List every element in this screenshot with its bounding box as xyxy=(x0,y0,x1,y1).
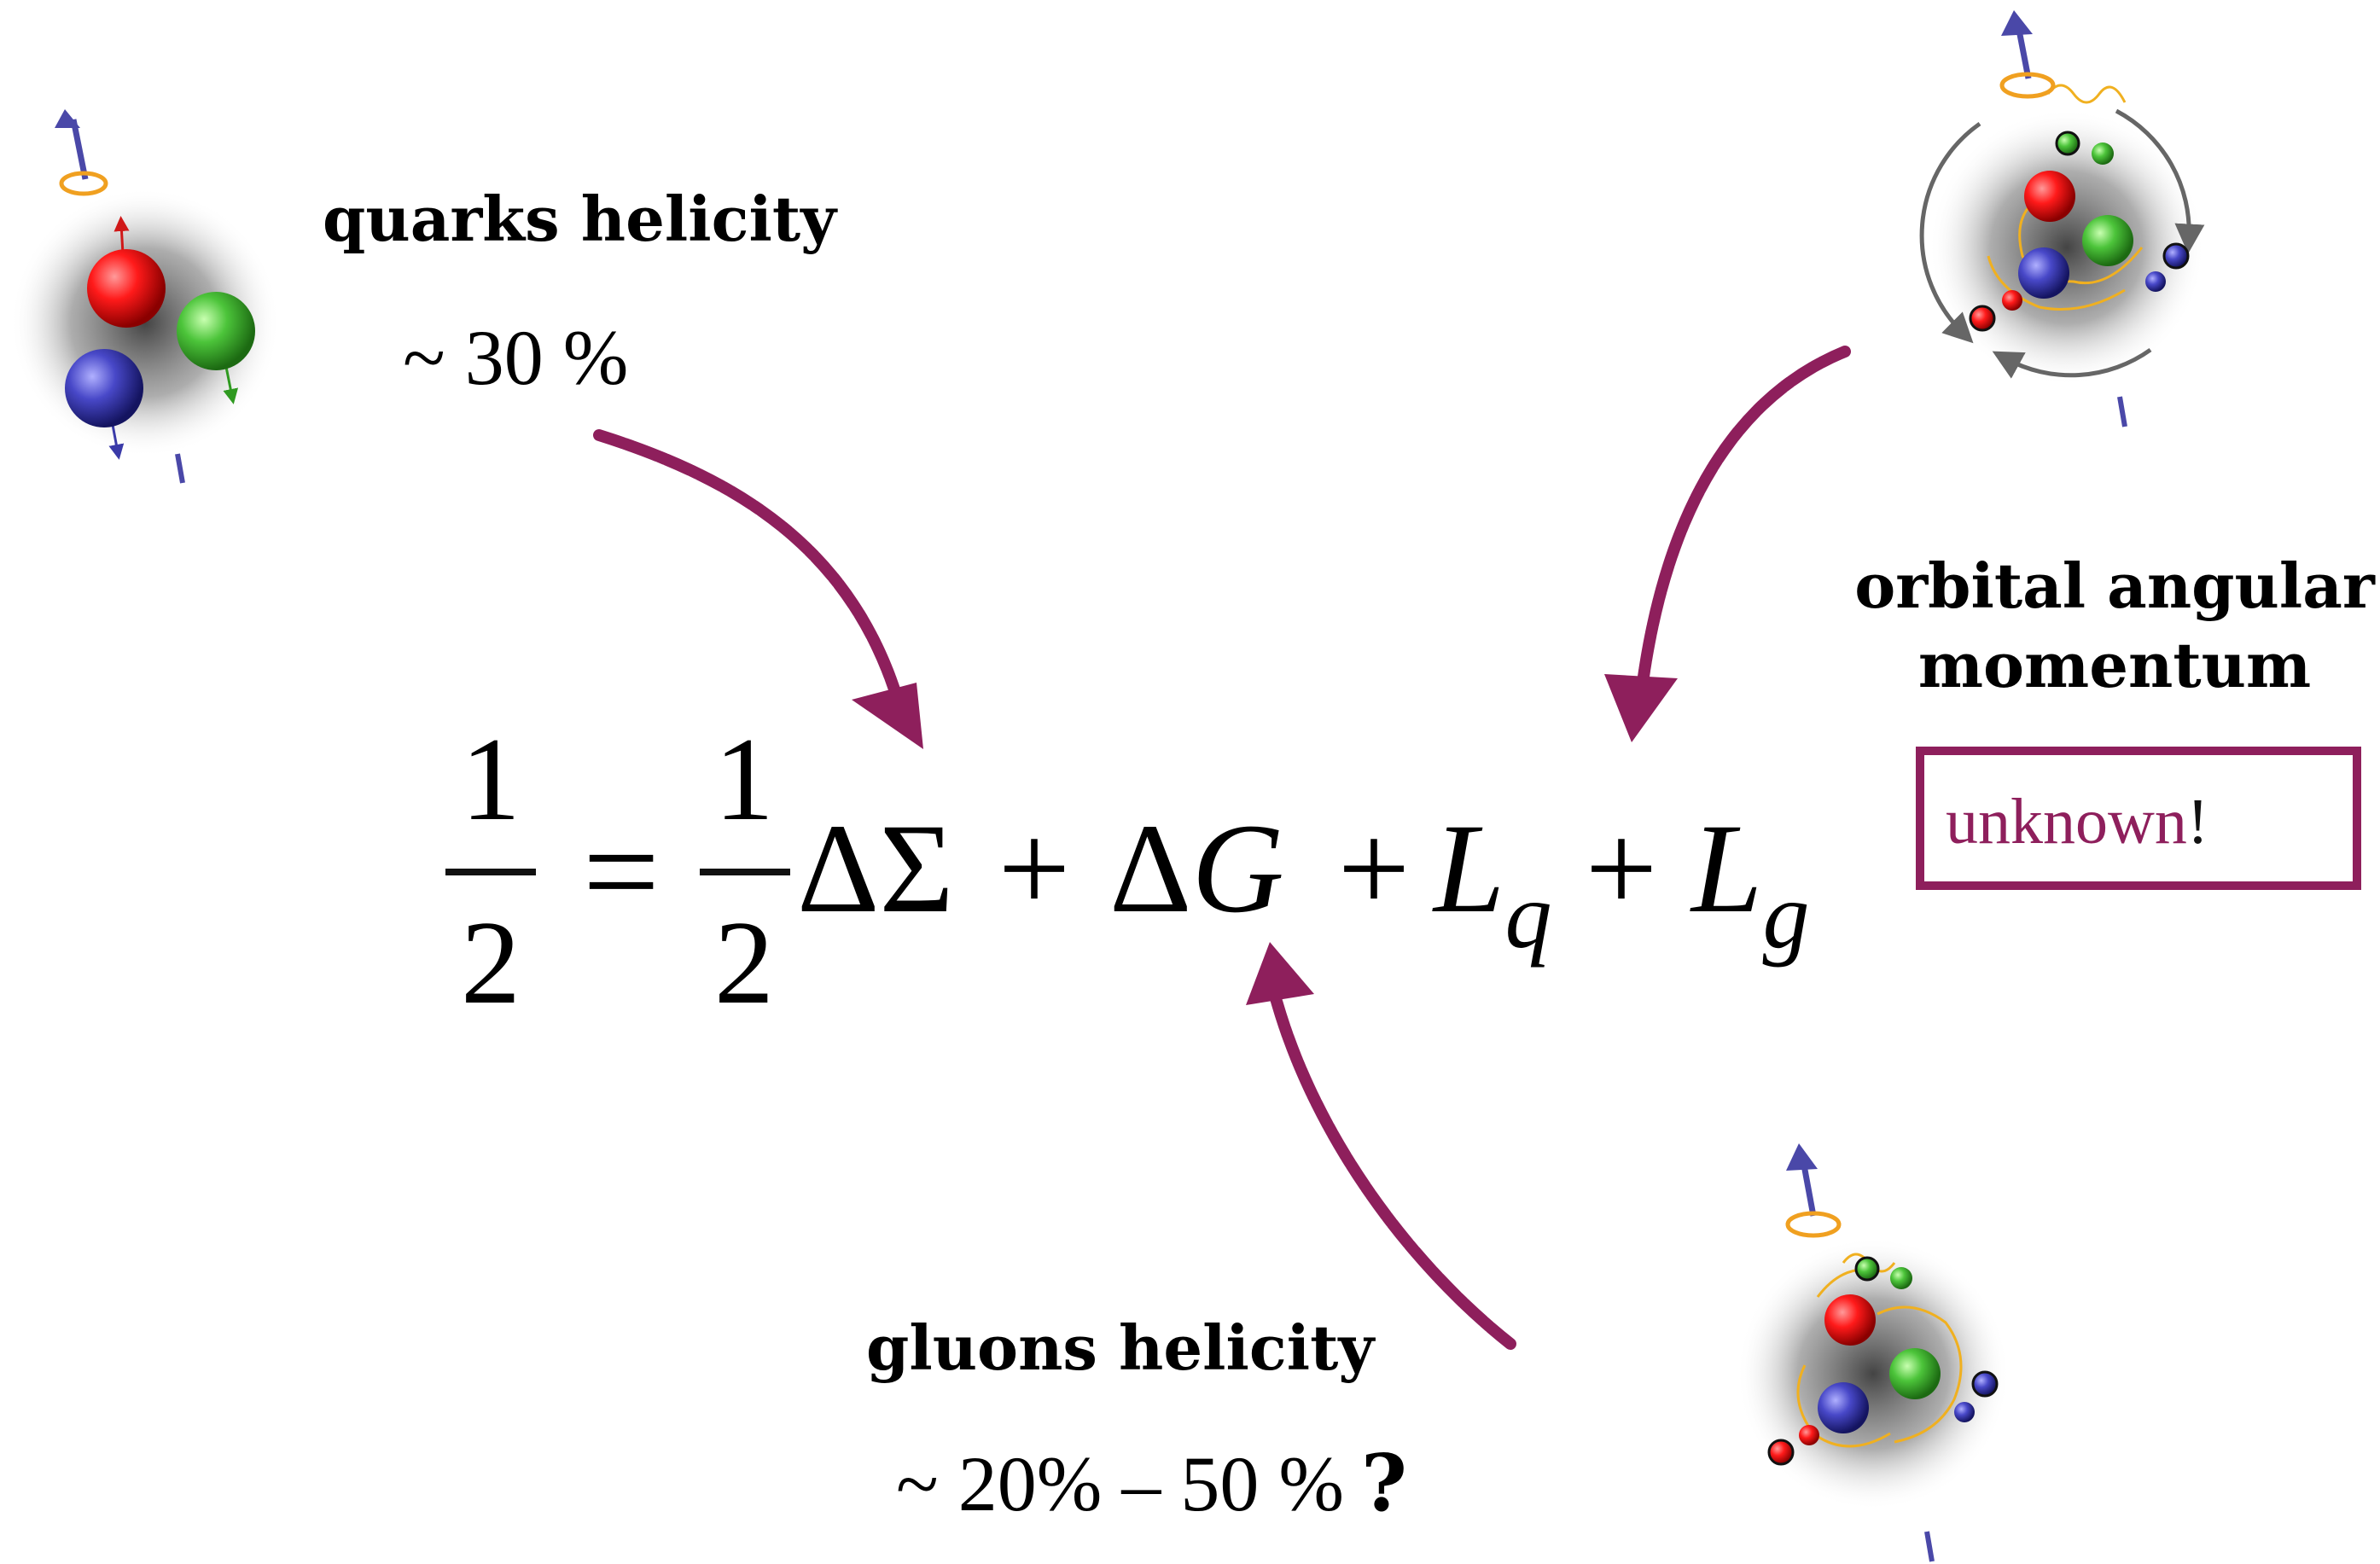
plus-sign-3: + xyxy=(1586,798,1658,939)
arrow-quarks-to-sigma xyxy=(599,435,923,749)
arrow-gluons-to-G xyxy=(1246,942,1510,1344)
equals-sign: = xyxy=(583,795,660,947)
delta-G: ΔG xyxy=(1109,798,1284,939)
lhs-denominator: 2 xyxy=(461,897,521,1029)
orbital-title-line2: momentum xyxy=(1918,629,2311,701)
frac-denominator: 2 xyxy=(714,897,774,1029)
plus-sign-2: + xyxy=(1338,798,1411,939)
orbital-title-line1: orbital angular xyxy=(1854,549,2376,622)
gluons-helicity-value: ~ 20% – 50 %? xyxy=(896,1437,1407,1529)
quarks-helicity-value: ~ 30 % xyxy=(403,314,628,401)
arrow-orbital-to-L xyxy=(1604,352,1845,742)
plus-sign-1: + xyxy=(998,798,1071,939)
frac-numerator: 1 xyxy=(714,713,774,846)
gluons-helicity-title: gluons helicity xyxy=(866,1311,1376,1384)
delta-sigma: ΔΣ xyxy=(797,798,954,939)
proton-orbital-icon xyxy=(1922,10,2205,427)
orbital-value: unknown! xyxy=(1946,786,2208,858)
spin-sum-equation: 1 2 = 1 2 ΔΣ + ΔG + Lq + Lg xyxy=(445,713,1809,1029)
lhs-numerator: 1 xyxy=(461,713,521,846)
quarks-helicity-title: quarks helicity xyxy=(323,183,838,255)
proton-gluons-icon xyxy=(1737,1143,2010,1561)
L-g: Lg xyxy=(1690,798,1809,968)
L-q: Lq xyxy=(1432,798,1551,968)
proton-quarks-icon xyxy=(10,109,280,483)
